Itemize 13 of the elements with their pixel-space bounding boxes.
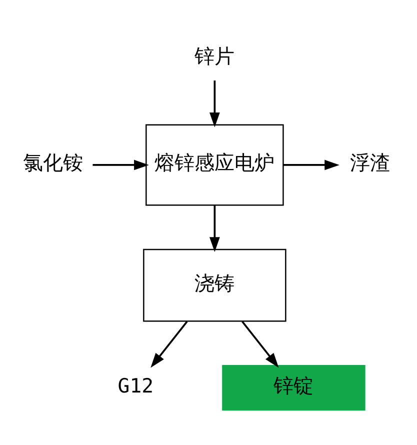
arrow (209, 80, 220, 127)
arrow (283, 159, 340, 170)
arrow (92, 159, 149, 170)
node-text: G12 (118, 374, 154, 398)
arrow (150, 320, 188, 368)
node-text: 浮渣 (350, 151, 390, 174)
node-box: 熔锌感应电炉 (146, 124, 284, 206)
node-box: 锌锭 (222, 364, 366, 410)
arrow (209, 204, 220, 252)
node-text: 锌片 (194, 44, 235, 68)
node-box: 浇铸 (143, 248, 286, 322)
node-text: 氯化铵 (22, 151, 83, 174)
arrow (242, 320, 279, 368)
